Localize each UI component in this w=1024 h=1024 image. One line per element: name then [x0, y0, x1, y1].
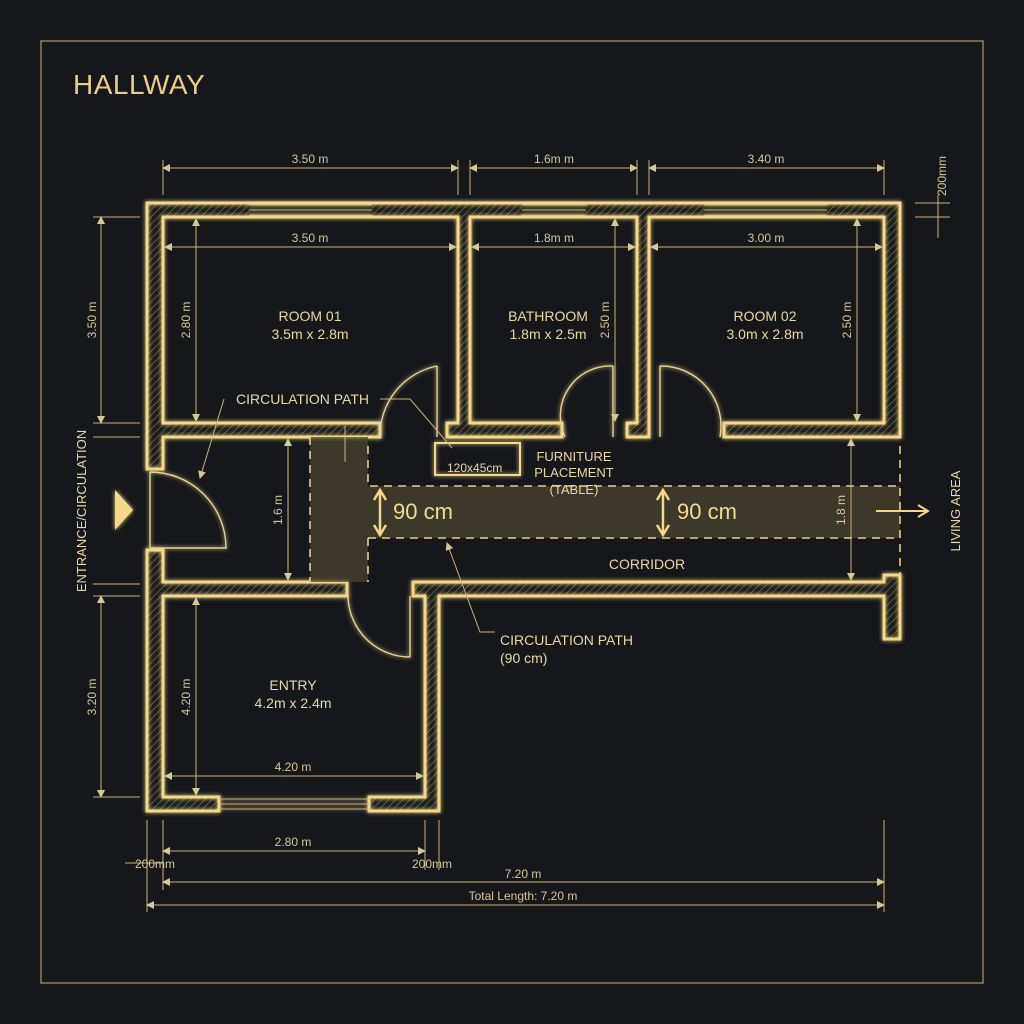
dim-left-bottom: 3.20 m: [85, 679, 99, 716]
dim-room02-height: 2.50 m: [840, 302, 854, 339]
page-title: HALLWAY: [73, 69, 205, 100]
dim-corridor-right: 1.8 m: [834, 495, 848, 525]
corridor-label: CORRIDOR: [609, 556, 685, 572]
dimension-lines: [93, 160, 950, 912]
dim-top-outer-2: 1.6m m: [534, 152, 574, 166]
entry-name: ENTRY: [269, 677, 317, 693]
circulation-band: [309, 437, 901, 582]
table-rect: [434, 442, 521, 476]
dim-room02-width: 3.00 m: [748, 231, 785, 245]
room01-name: ROOM 01: [278, 308, 341, 324]
dim-corridor-left: 1.6 m: [271, 495, 285, 525]
width-label-left: 90 cm: [393, 499, 453, 524]
room-labels: ROOM 01 3.5m x 2.8m BATHROOM 1.8m x 2.5m…: [254, 308, 803, 711]
table-size-label: 120x45cm: [447, 461, 502, 475]
dim-top-outer-1: 3.50 m: [292, 152, 329, 166]
living-area-arrow-icon: [876, 504, 930, 518]
width-label-right: 90 cm: [677, 499, 737, 524]
drawing-frame: [40, 40, 984, 984]
dim-entry-height: 4.20 m: [179, 679, 193, 716]
room01-size: 3.5m x 2.8m: [271, 326, 348, 342]
room02-name: ROOM 02: [733, 308, 796, 324]
room02-size: 3.0m x 2.8m: [726, 326, 803, 342]
dim-bath-height: 2.50 m: [598, 302, 612, 339]
dim-total-length: Total Length: 7.20 m: [469, 889, 578, 903]
dimension-labels: 3.50 m 1.6m m 3.40 m 200mm 3.50 m 1.8m m…: [85, 152, 949, 903]
entry-size: 4.2m x 2.4m: [254, 695, 331, 711]
dim-room01-height: 2.80 m: [179, 302, 193, 339]
furniture-label-3: (TABLE): [550, 482, 599, 497]
living-area-label: LIVING AREA: [948, 470, 963, 551]
width-arrows: [372, 487, 671, 538]
circulation-path-bottom-label: CIRCULATION PATH: [500, 632, 633, 648]
dim-entry-width: 4.20 m: [275, 760, 312, 774]
dim-total-short: 7.20 m: [505, 867, 542, 881]
walls: [147, 203, 900, 811]
dim-bath-width: 1.8m m: [534, 231, 574, 245]
dim-left-top: 3.50 m: [85, 302, 99, 339]
circulation-path-top-label: CIRCULATION PATH: [236, 391, 369, 407]
dim-bottom-wall-left: 200mm: [135, 857, 175, 871]
dim-top-outer-3: 3.40 m: [748, 152, 785, 166]
annotation-labels: CIRCULATION PATH 120x45cm FURNITURE PLAC…: [74, 391, 963, 666]
furniture-label-2: PLACEMENT: [534, 465, 614, 480]
entrance-label: ENTRANCE/CIRCULATION: [74, 430, 89, 592]
furniture-label-1: FURNITURE: [536, 449, 611, 464]
bathroom-size: 1.8m x 2.5m: [509, 326, 586, 342]
dim-bottom-inner: 2.80 m: [275, 835, 312, 849]
bathroom-name: BATHROOM: [508, 308, 588, 324]
dim-room01-width: 3.50 m: [292, 231, 329, 245]
dim-top-wall: 200mm: [935, 156, 949, 196]
dim-bottom-wall-right: 200mm: [412, 857, 452, 871]
circulation-path-bottom-note: (90 cm): [500, 650, 547, 666]
entrance-arrow-icon: [115, 490, 133, 530]
